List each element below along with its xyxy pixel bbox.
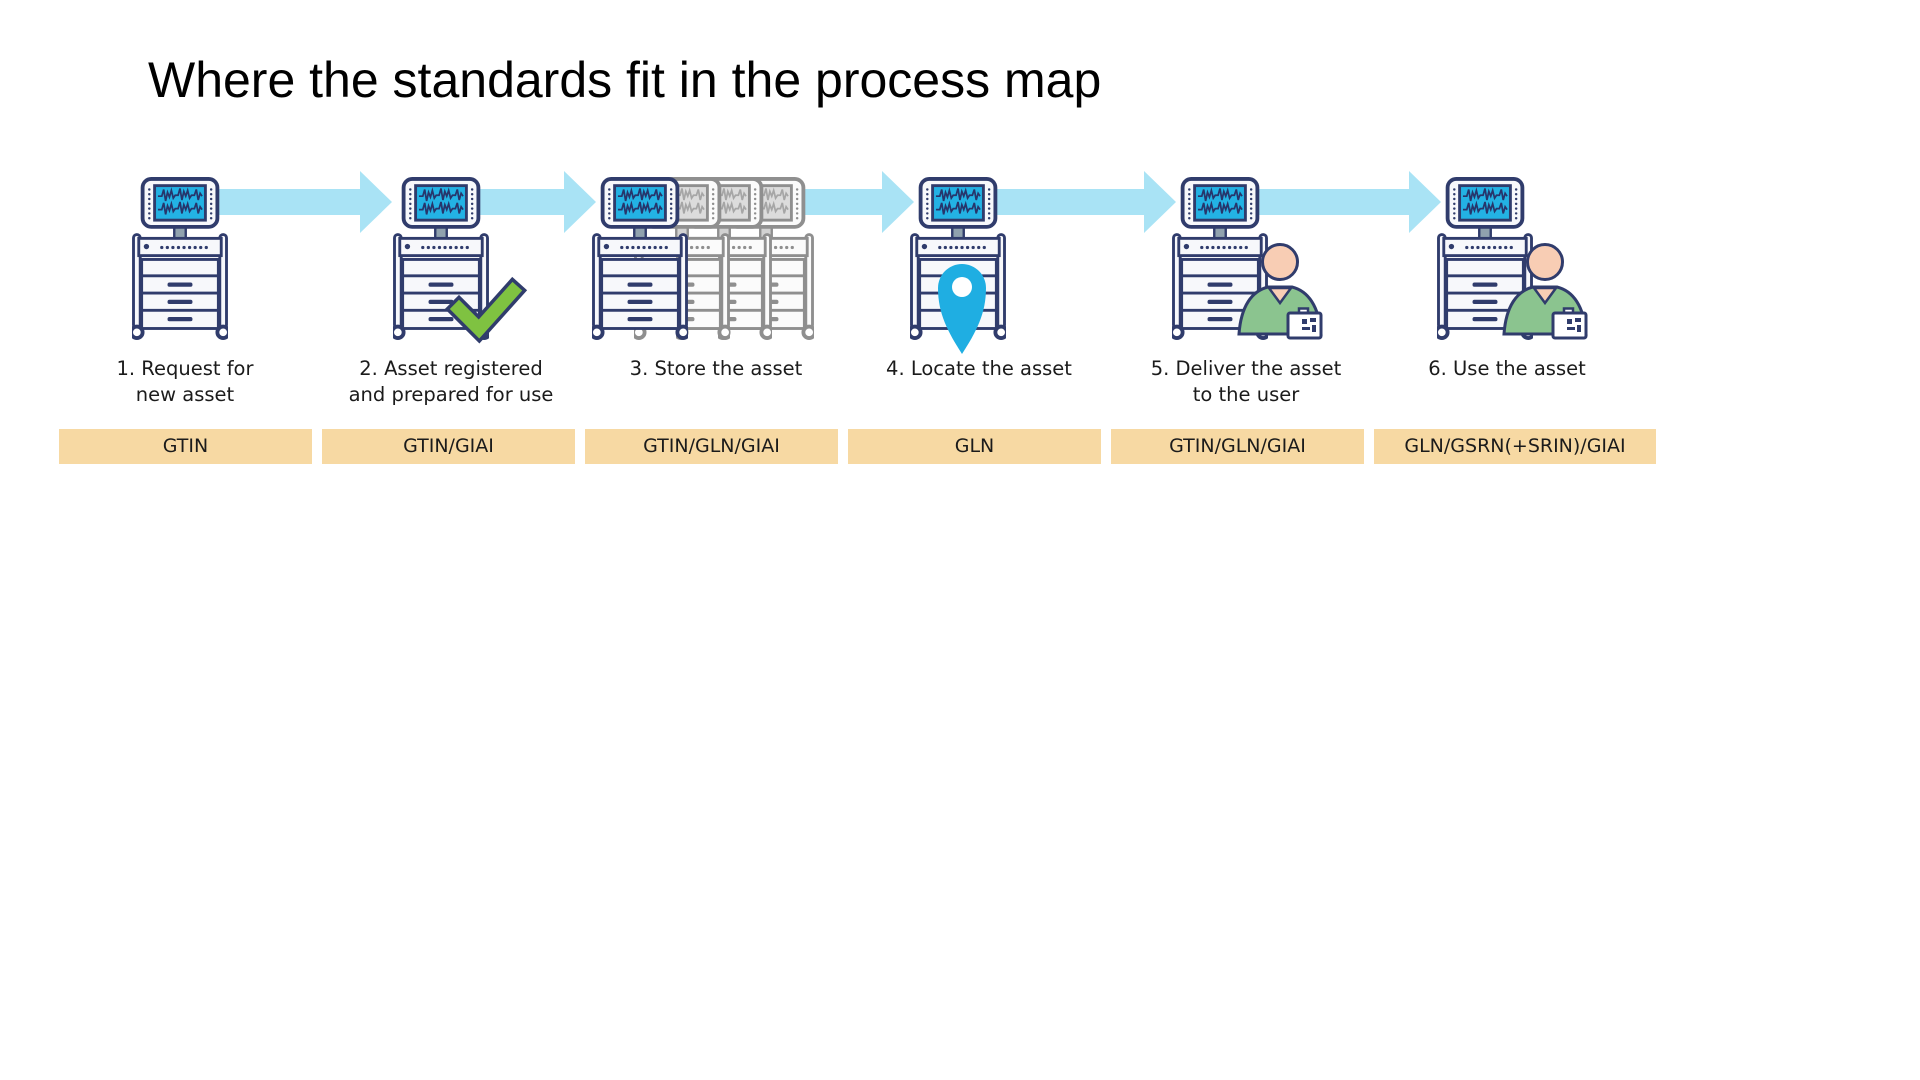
location-pin-icon xyxy=(938,264,986,354)
step-label: 6. Use the asset xyxy=(1428,357,1586,380)
checkmark-icon xyxy=(444,276,528,344)
flow-arrow xyxy=(180,171,392,233)
step-label: 1. Request for new asset xyxy=(116,357,254,406)
step-label: 3. Store the asset xyxy=(629,357,803,380)
standards-badge: GLN/GSRN(+SRIN)/GIAI xyxy=(1374,429,1656,464)
standards-badge: GTIN/GIAI xyxy=(322,429,575,464)
flow-arrows xyxy=(180,171,1441,233)
process-diagram xyxy=(132,171,1588,354)
standards-badge: GTIN/GLN/GIAI xyxy=(585,429,838,464)
standards-badge: GTIN xyxy=(59,429,312,464)
flow-arrow xyxy=(700,171,914,233)
step-label: 4. Locate the asset xyxy=(886,357,1072,380)
standards-badge: GTIN/GLN/GIAI xyxy=(1111,429,1364,464)
step-label: 2. Asset registered and prepared for use xyxy=(348,357,554,406)
flow-arrow xyxy=(1220,171,1441,233)
equipment-cart-icon xyxy=(592,178,688,339)
equipment-cart-icon xyxy=(132,178,228,339)
step-label: 5. Deliver the asset to the user xyxy=(1150,357,1342,406)
page-title: Where the standards fit in the process m… xyxy=(148,52,1102,108)
flow-arrow xyxy=(441,171,596,233)
standards-badge: GLN xyxy=(848,429,1101,464)
flow-arrow xyxy=(958,171,1176,233)
